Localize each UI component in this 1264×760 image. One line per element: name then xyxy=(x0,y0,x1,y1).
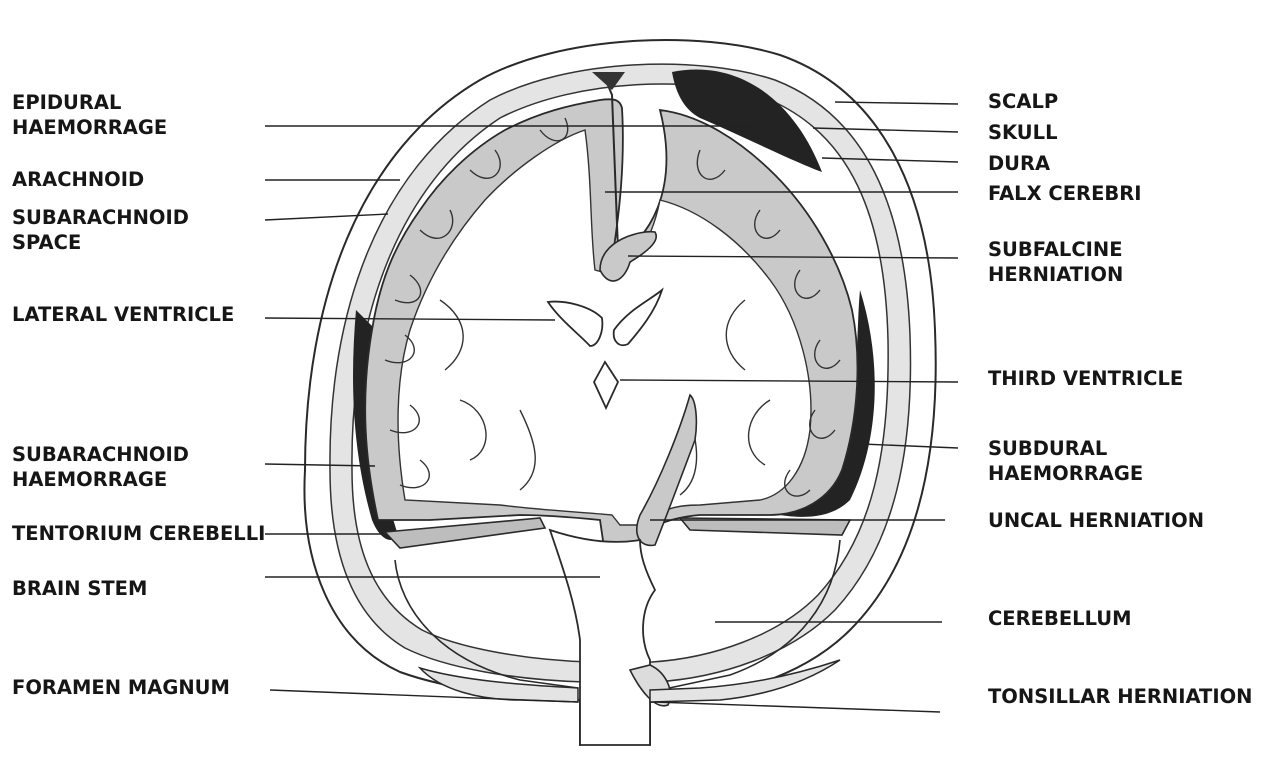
label-dura: DURA xyxy=(988,151,1050,176)
label-subarachnoid-space: SUBARACHNOID SPACE xyxy=(12,205,189,255)
label-scalp: SCALP xyxy=(988,89,1058,114)
label-lateral-ventricle: LATERAL VENTRICLE xyxy=(12,302,234,327)
label-foramen-magnum: FORAMEN MAGNUM xyxy=(12,675,230,700)
label-third-ventricle: THIRD VENTRICLE xyxy=(988,366,1183,391)
label-epidural-haemorrage: EPIDURAL HAEMORRAGE xyxy=(12,90,167,140)
label-tonsillar-herniation: TONSILLAR HERNIATION xyxy=(988,684,1253,709)
label-uncal-herniation: UNCAL HERNIATION xyxy=(988,508,1204,533)
label-subdural-haemorrage: SUBDURAL HAEMORRAGE xyxy=(988,436,1143,486)
label-falx-cerebri: FALX CEREBRI xyxy=(988,181,1142,206)
leader-tonsillar xyxy=(655,702,940,712)
label-skull: SKULL xyxy=(988,120,1058,145)
label-brain-stem: BRAIN STEM xyxy=(12,576,147,601)
label-tentorium-cerebelli: TENTORIUM CEREBELLI xyxy=(12,521,265,546)
label-cerebellum: CEREBELLUM xyxy=(988,606,1132,631)
leader-subarachnoid-space xyxy=(265,214,388,220)
label-arachnoid: ARACHNOID xyxy=(12,167,144,192)
leader-scalp xyxy=(835,102,958,104)
label-subarachnoid-haemorrage: SUBARACHNOID HAEMORRAGE xyxy=(12,442,189,492)
label-subfalcine-herniation: SUBFALCINE HERNIATION xyxy=(988,237,1123,287)
